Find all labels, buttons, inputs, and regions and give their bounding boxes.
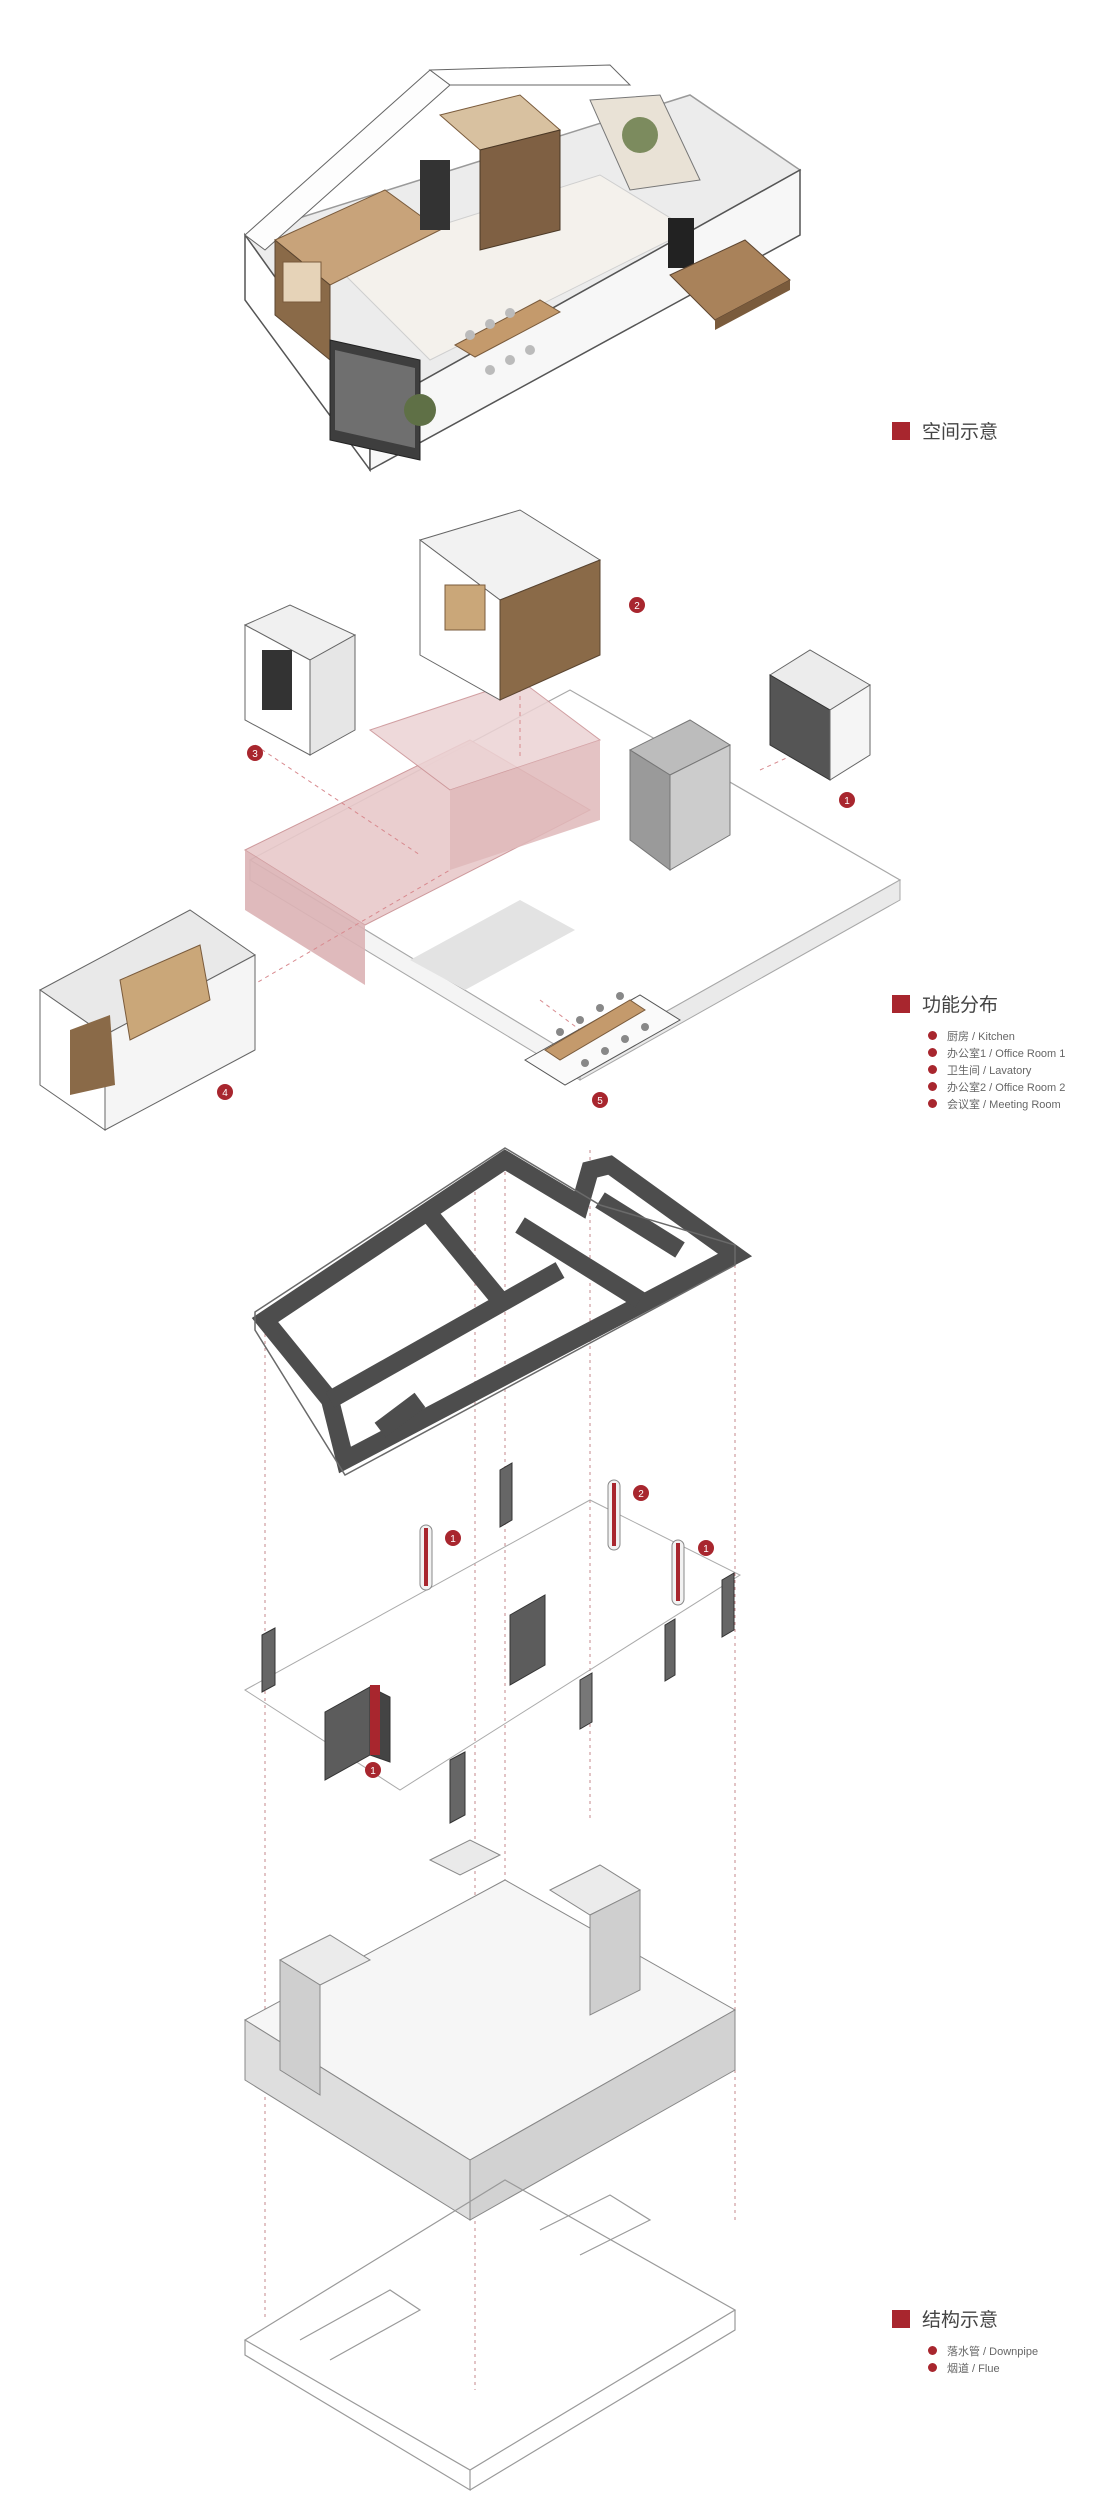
bullet-dot-icon <box>928 1031 937 1040</box>
legend-item-office-room-2: 办公室2 / Office Room 2 <box>928 1078 1065 1095</box>
marker-flue: 2 <box>633 1485 649 1501</box>
legend-list: 厨房 / Kitchen 办公室1 / Office Room 1 卫生间 / … <box>928 1027 1065 1112</box>
svg-text:1: 1 <box>370 1766 376 1777</box>
bullet-dot-icon <box>928 1082 937 1091</box>
structural-markers: 1 1 1 2 <box>365 1485 714 1778</box>
legend-square-icon <box>892 2309 910 2328</box>
marker-downpipe-c: 1 <box>365 1762 381 1778</box>
legend-title: 功能分布 <box>922 995 999 1016</box>
marker-meeting-room: 5 <box>592 1092 608 1108</box>
legend-item-meeting-room: 会议室 / Meeting Room <box>928 1095 1065 1112</box>
bullet-dot-icon <box>928 2346 937 2355</box>
legend-item-office-room-1: 办公室1 / Office Room 1 <box>928 1044 1065 1061</box>
legend-item-lavatory: 卫生间 / Lavatory <box>928 1061 1065 1078</box>
legend-square-icon <box>892 421 910 440</box>
svg-text:3: 3 <box>252 749 258 760</box>
svg-text:2: 2 <box>638 1489 644 1500</box>
marker-downpipe-b: 1 <box>698 1540 714 1556</box>
legend-item-downpipe: 落水管 / Downpipe <box>928 2342 1038 2359</box>
bullet-dot-icon <box>928 1048 937 1057</box>
functional-markers: 1 2 3 4 5 <box>217 597 855 1108</box>
functional-model <box>39 509 902 1131</box>
svg-text:1: 1 <box>703 1544 709 1555</box>
svg-text:2: 2 <box>634 601 640 612</box>
legend-space: 空间示意 <box>892 417 998 444</box>
structural-model <box>243 1147 753 2492</box>
svg-text:5: 5 <box>597 1096 603 1107</box>
marker-lavatory: 3 <box>247 745 263 761</box>
marker-kitchen: 1 <box>839 792 855 808</box>
svg-text:1: 1 <box>844 796 850 807</box>
marker-downpipe-a: 1 <box>445 1530 461 1546</box>
legend-item-kitchen: 厨房 / Kitchen <box>928 1027 1065 1044</box>
legend-title: 空间示意 <box>922 422 999 443</box>
legend-item-flue: 烟道 / Flue <box>928 2359 1038 2376</box>
space-view-model <box>243 64 802 473</box>
legend-title: 结构示意 <box>922 2310 999 2331</box>
bullet-dot-icon <box>928 1065 937 1074</box>
bullet-dot-icon <box>928 1099 937 1108</box>
marker-office-room-2: 4 <box>217 1084 233 1100</box>
svg-text:1: 1 <box>450 1534 456 1545</box>
legend-list: 落水管 / Downpipe 烟道 / Flue <box>928 2342 1038 2376</box>
legend-functional: 功能分布 厨房 / Kitchen 办公室1 / Office Room 1 卫… <box>892 990 1065 1112</box>
legend-structural: 结构示意 落水管 / Downpipe 烟道 / Flue <box>892 2305 1038 2376</box>
marker-office-room-1: 2 <box>629 597 645 613</box>
bullet-dot-icon <box>928 2363 937 2372</box>
svg-text:4: 4 <box>222 1088 228 1099</box>
legend-square-icon <box>892 994 910 1013</box>
